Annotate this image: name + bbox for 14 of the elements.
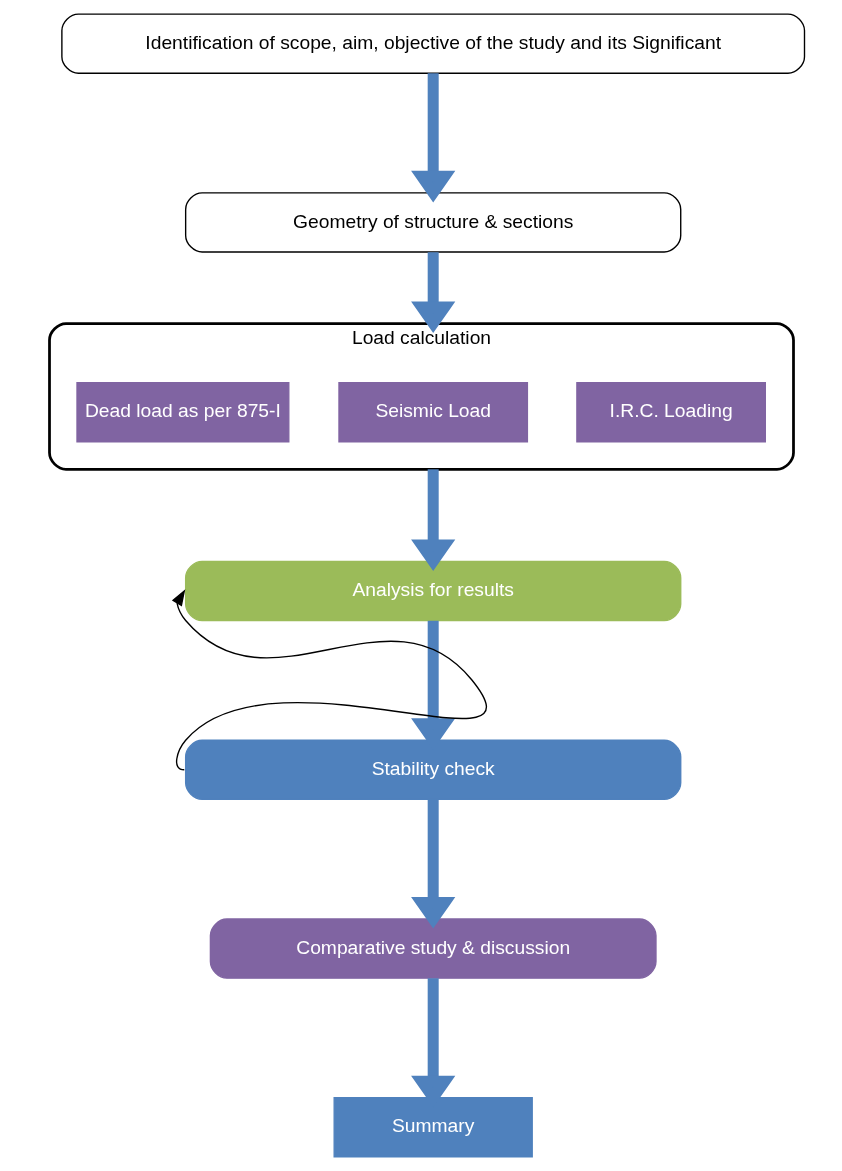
node-box: Comparative study & discussion [209, 918, 657, 979]
node-box: Identification of scope, aim, objective of the study and its Significant [60, 13, 805, 74]
node-box: Dead load as per 875-I [75, 381, 289, 443]
node-box: Summary [333, 1097, 533, 1158]
arrow [410, 799, 455, 929]
node-box: I.R.C. Loading [575, 381, 766, 443]
node-box: Geometry of structure & sections [184, 192, 681, 253]
arrow [410, 469, 455, 571]
arrow [171, 589, 486, 771]
arrow [410, 252, 455, 334]
arrow [410, 73, 455, 203]
node-box: Stability check [184, 739, 681, 801]
node-box: Analysis for results [184, 560, 681, 622]
node-box: Seismic Load [337, 381, 528, 443]
